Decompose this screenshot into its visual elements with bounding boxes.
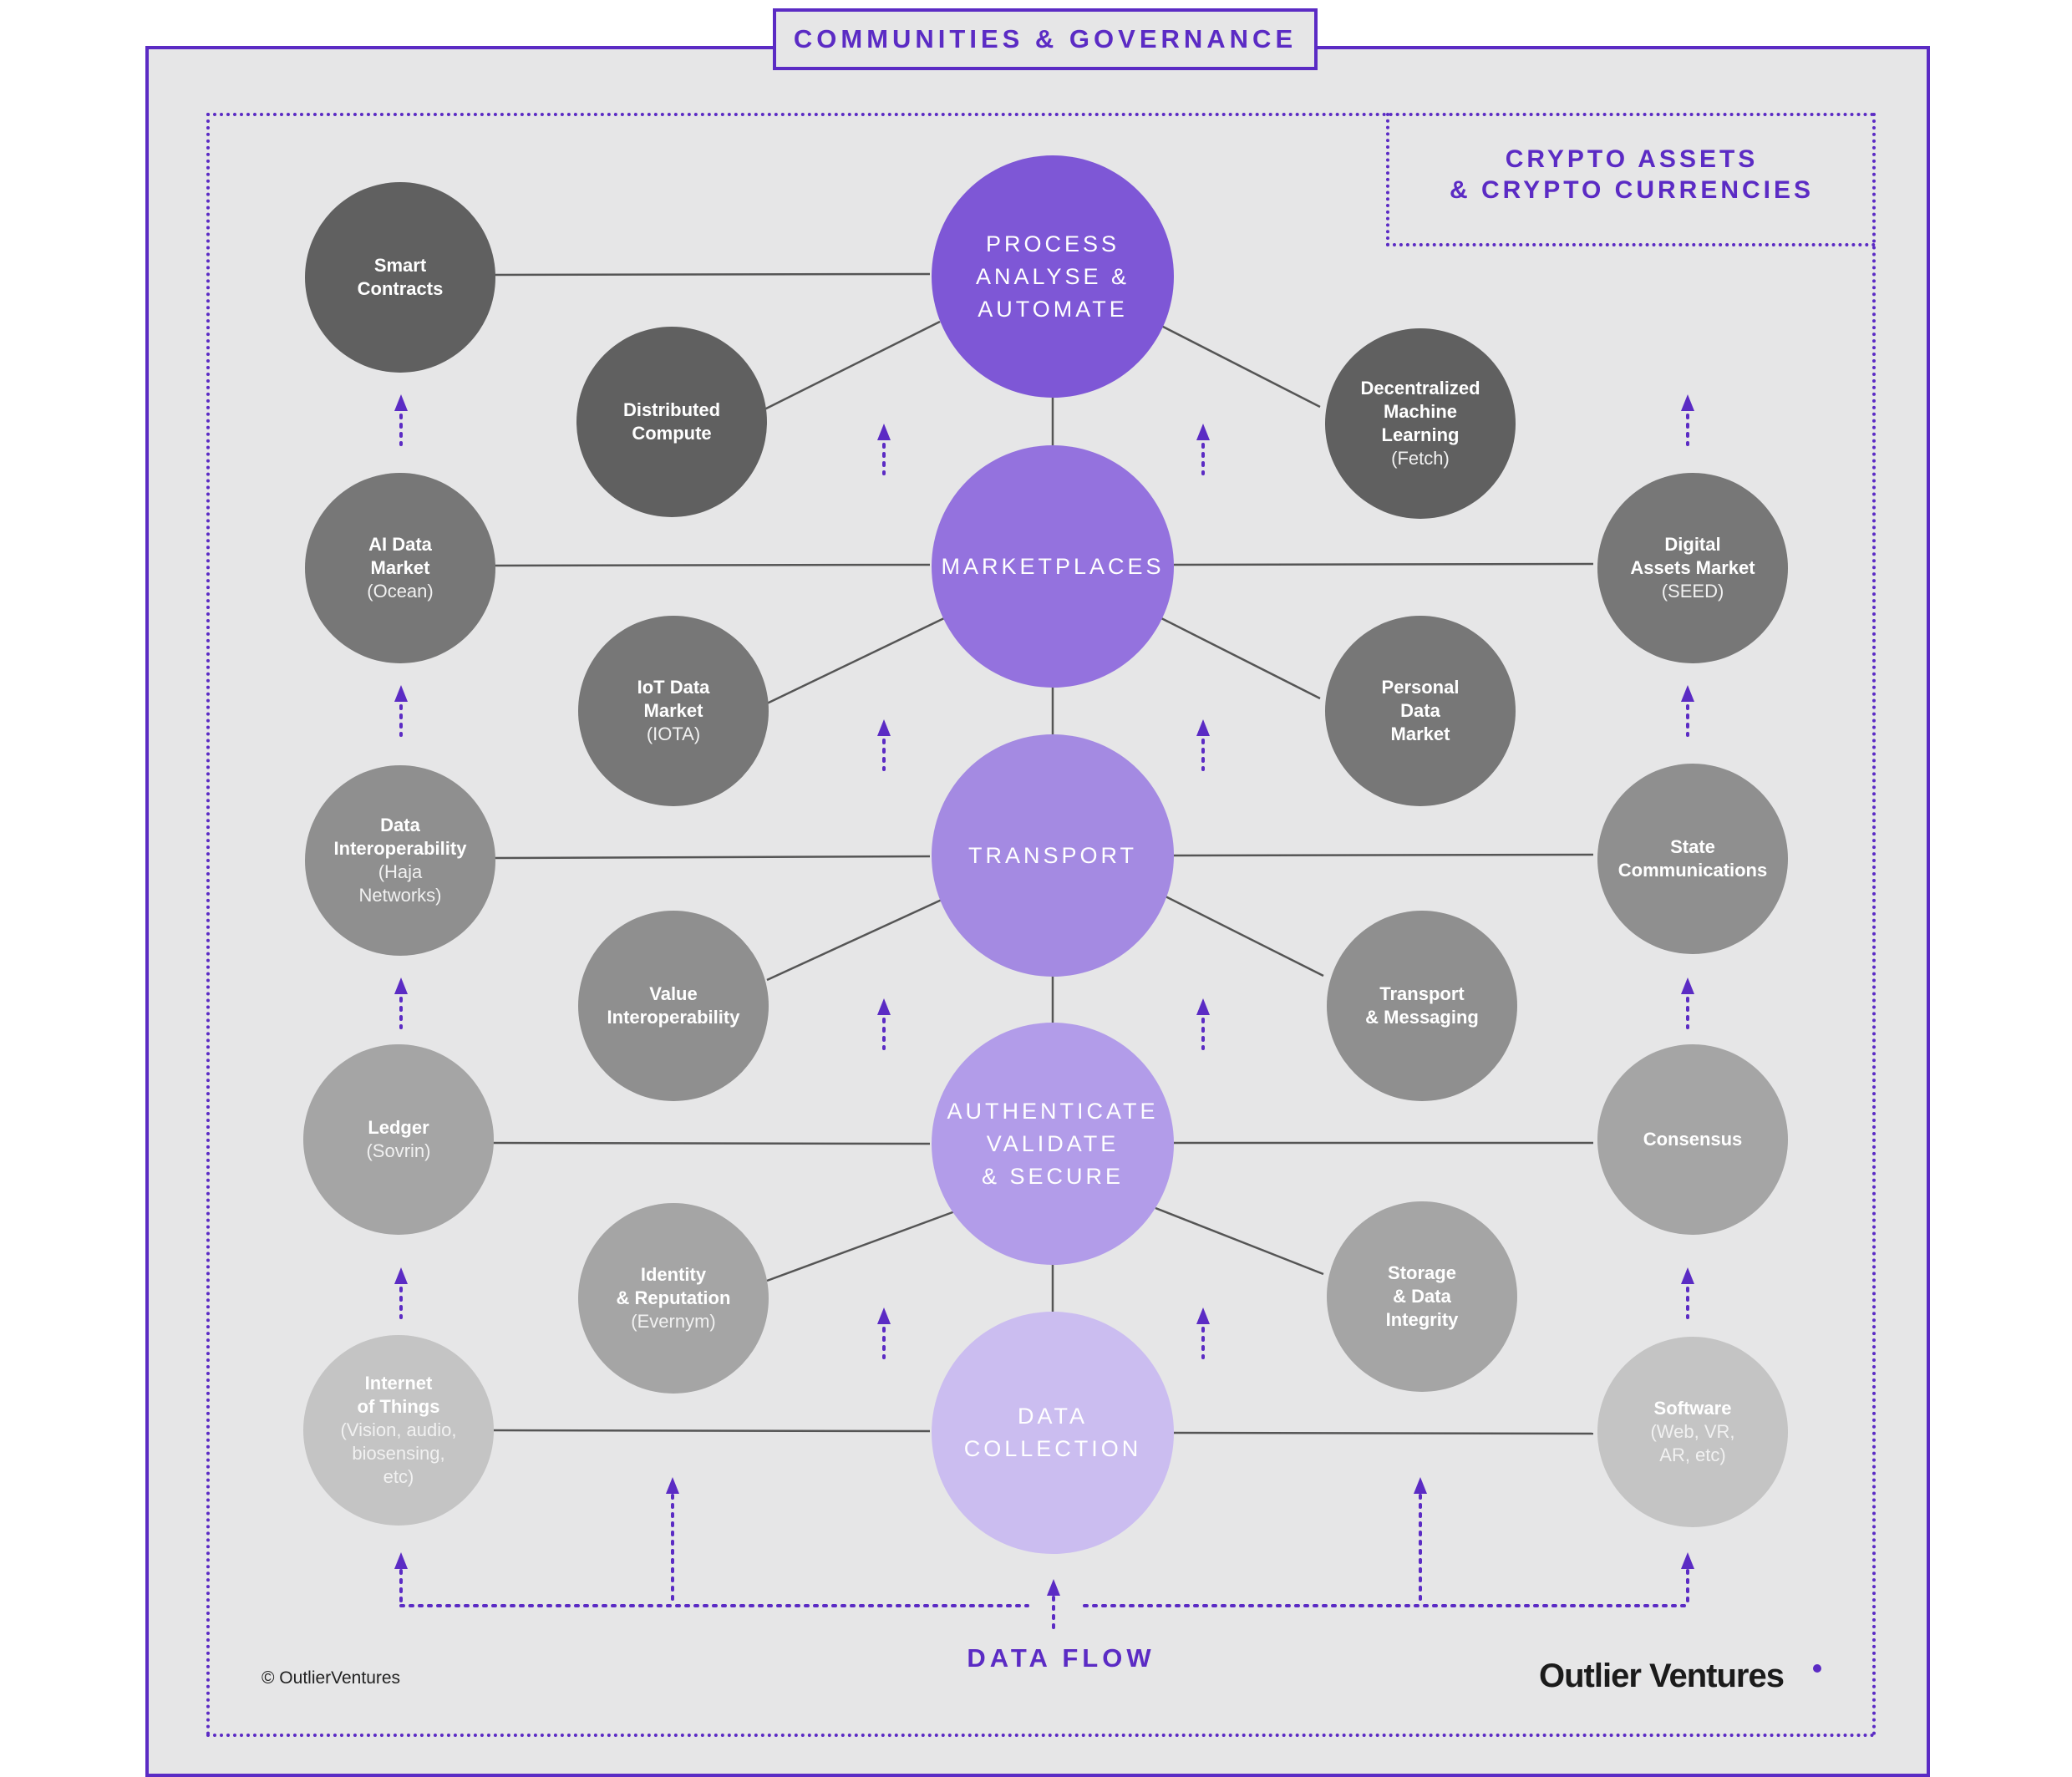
node-value-interoperability: Value Interoperability bbox=[578, 911, 769, 1101]
node-state-communications: State Communications bbox=[1597, 764, 1788, 954]
line-process-decentralized-ml bbox=[1160, 324, 1321, 409]
arrow-up-icon bbox=[1047, 1579, 1060, 1596]
arrow-up-icon bbox=[1196, 424, 1210, 440]
arrow-up-icon bbox=[1196, 998, 1210, 1015]
line-data-iot bbox=[492, 1429, 931, 1433]
node-software: Software (Web, VR, AR, etc) bbox=[1597, 1337, 1788, 1527]
node-identity-reputation: Identity & Reputation (Evernym) bbox=[578, 1203, 769, 1394]
node-transport-messaging: Transport & Messaging bbox=[1327, 911, 1517, 1101]
arrow-up-icon bbox=[1681, 685, 1694, 702]
arrow-up-icon bbox=[1196, 1307, 1210, 1324]
line-data-software bbox=[1173, 1431, 1594, 1435]
flow-arrowheads bbox=[394, 394, 1694, 1596]
node-personal-data-market: Personal Data Market bbox=[1325, 616, 1516, 806]
arrow-up-icon bbox=[877, 719, 891, 736]
arrow-up-icon bbox=[394, 685, 408, 702]
node-storage-data-integrity: Storage & Data Integrity bbox=[1327, 1201, 1517, 1392]
line-authenticate-storage bbox=[1155, 1206, 1324, 1276]
inner-dotted-border bbox=[206, 113, 1876, 1737]
brand-logo-text: Outlier Ventures bbox=[1539, 1658, 1785, 1694]
node-digital-assets-market: Digital Assets Market (SEED) bbox=[1597, 473, 1788, 663]
arrow-up-icon bbox=[666, 1477, 679, 1494]
arrow-up-icon bbox=[1681, 1552, 1694, 1569]
crypto-assets-box bbox=[1386, 113, 1876, 246]
crypto-assets-label: CRYPTO ASSETS & CRYPTO CURRENCIES bbox=[1449, 145, 1815, 204]
line-process-distributed-compute bbox=[764, 320, 941, 411]
arrow-up-icon bbox=[1681, 394, 1694, 411]
hub-transport: TRANSPORT bbox=[932, 734, 1174, 977]
hub-marketplaces: MARKETPLACES bbox=[932, 445, 1174, 688]
node-decentralized-machine-learning: Decentralized Machine Learning (Fetch) bbox=[1325, 328, 1516, 519]
hub-data-collection: DATA COLLECTION bbox=[932, 1312, 1174, 1554]
copyright-text: © OutlierVentures bbox=[262, 1668, 401, 1688]
arrow-up-icon bbox=[1414, 1477, 1427, 1494]
line-authenticate-identity bbox=[766, 1210, 956, 1282]
arrow-up-icon bbox=[877, 424, 891, 440]
hub-process-analyse-automate: PROCESS ANALYSE & AUTOMATE bbox=[932, 155, 1174, 398]
arrow-up-icon bbox=[394, 977, 408, 994]
node-distributed-compute: Distributed Compute bbox=[576, 327, 767, 517]
node-consensus: Consensus bbox=[1597, 1044, 1788, 1235]
line-process-smart-contracts bbox=[492, 272, 931, 277]
line-transport-messaging bbox=[1165, 895, 1324, 977]
node-ai-data-market: AI Data Market (Ocean) bbox=[305, 473, 495, 663]
arrow-up-icon bbox=[877, 998, 891, 1015]
data-flow-label: DATA FLOW bbox=[967, 1643, 1155, 1673]
line-marketplaces-digital-assets bbox=[1173, 562, 1594, 566]
arrow-up-icon bbox=[394, 1267, 408, 1284]
node-smart-contracts: Smart Contracts bbox=[305, 182, 495, 373]
line-transport-data-interop bbox=[492, 855, 931, 860]
connector-lines bbox=[492, 272, 1594, 1435]
arrow-up-icon bbox=[1681, 1267, 1694, 1284]
communities-governance-title: COMMUNITIES & GOVERNANCE bbox=[773, 8, 1318, 70]
node-data-interoperability: Data Interoperability (Haja Networks) bbox=[305, 765, 495, 956]
arrow-up-icon bbox=[394, 394, 408, 411]
node-ledger: Ledger (Sovrin) bbox=[303, 1044, 494, 1235]
line-marketplaces-personal bbox=[1160, 617, 1321, 700]
line-marketplaces-iot bbox=[766, 617, 945, 705]
arrow-up-icon bbox=[1196, 719, 1210, 736]
arrow-up-icon bbox=[877, 1307, 891, 1324]
line-transport-value-interop bbox=[766, 898, 942, 982]
arrow-up-icon bbox=[394, 1552, 408, 1569]
data-flow-lines bbox=[399, 414, 1689, 1635]
line-marketplaces-ai-data bbox=[492, 563, 931, 567]
node-internet-of-things: Internet of Things (Vision, audio, biose… bbox=[303, 1335, 494, 1526]
hub-authenticate-validate-secure: AUTHENTICATE VALIDATE & SECURE bbox=[932, 1023, 1174, 1265]
node-iot-data-market: IoT Data Market (IOTA) bbox=[578, 616, 769, 806]
line-authenticate-ledger bbox=[492, 1141, 931, 1145]
arrow-up-icon bbox=[1681, 977, 1694, 994]
brand-dot-icon bbox=[1813, 1664, 1821, 1673]
